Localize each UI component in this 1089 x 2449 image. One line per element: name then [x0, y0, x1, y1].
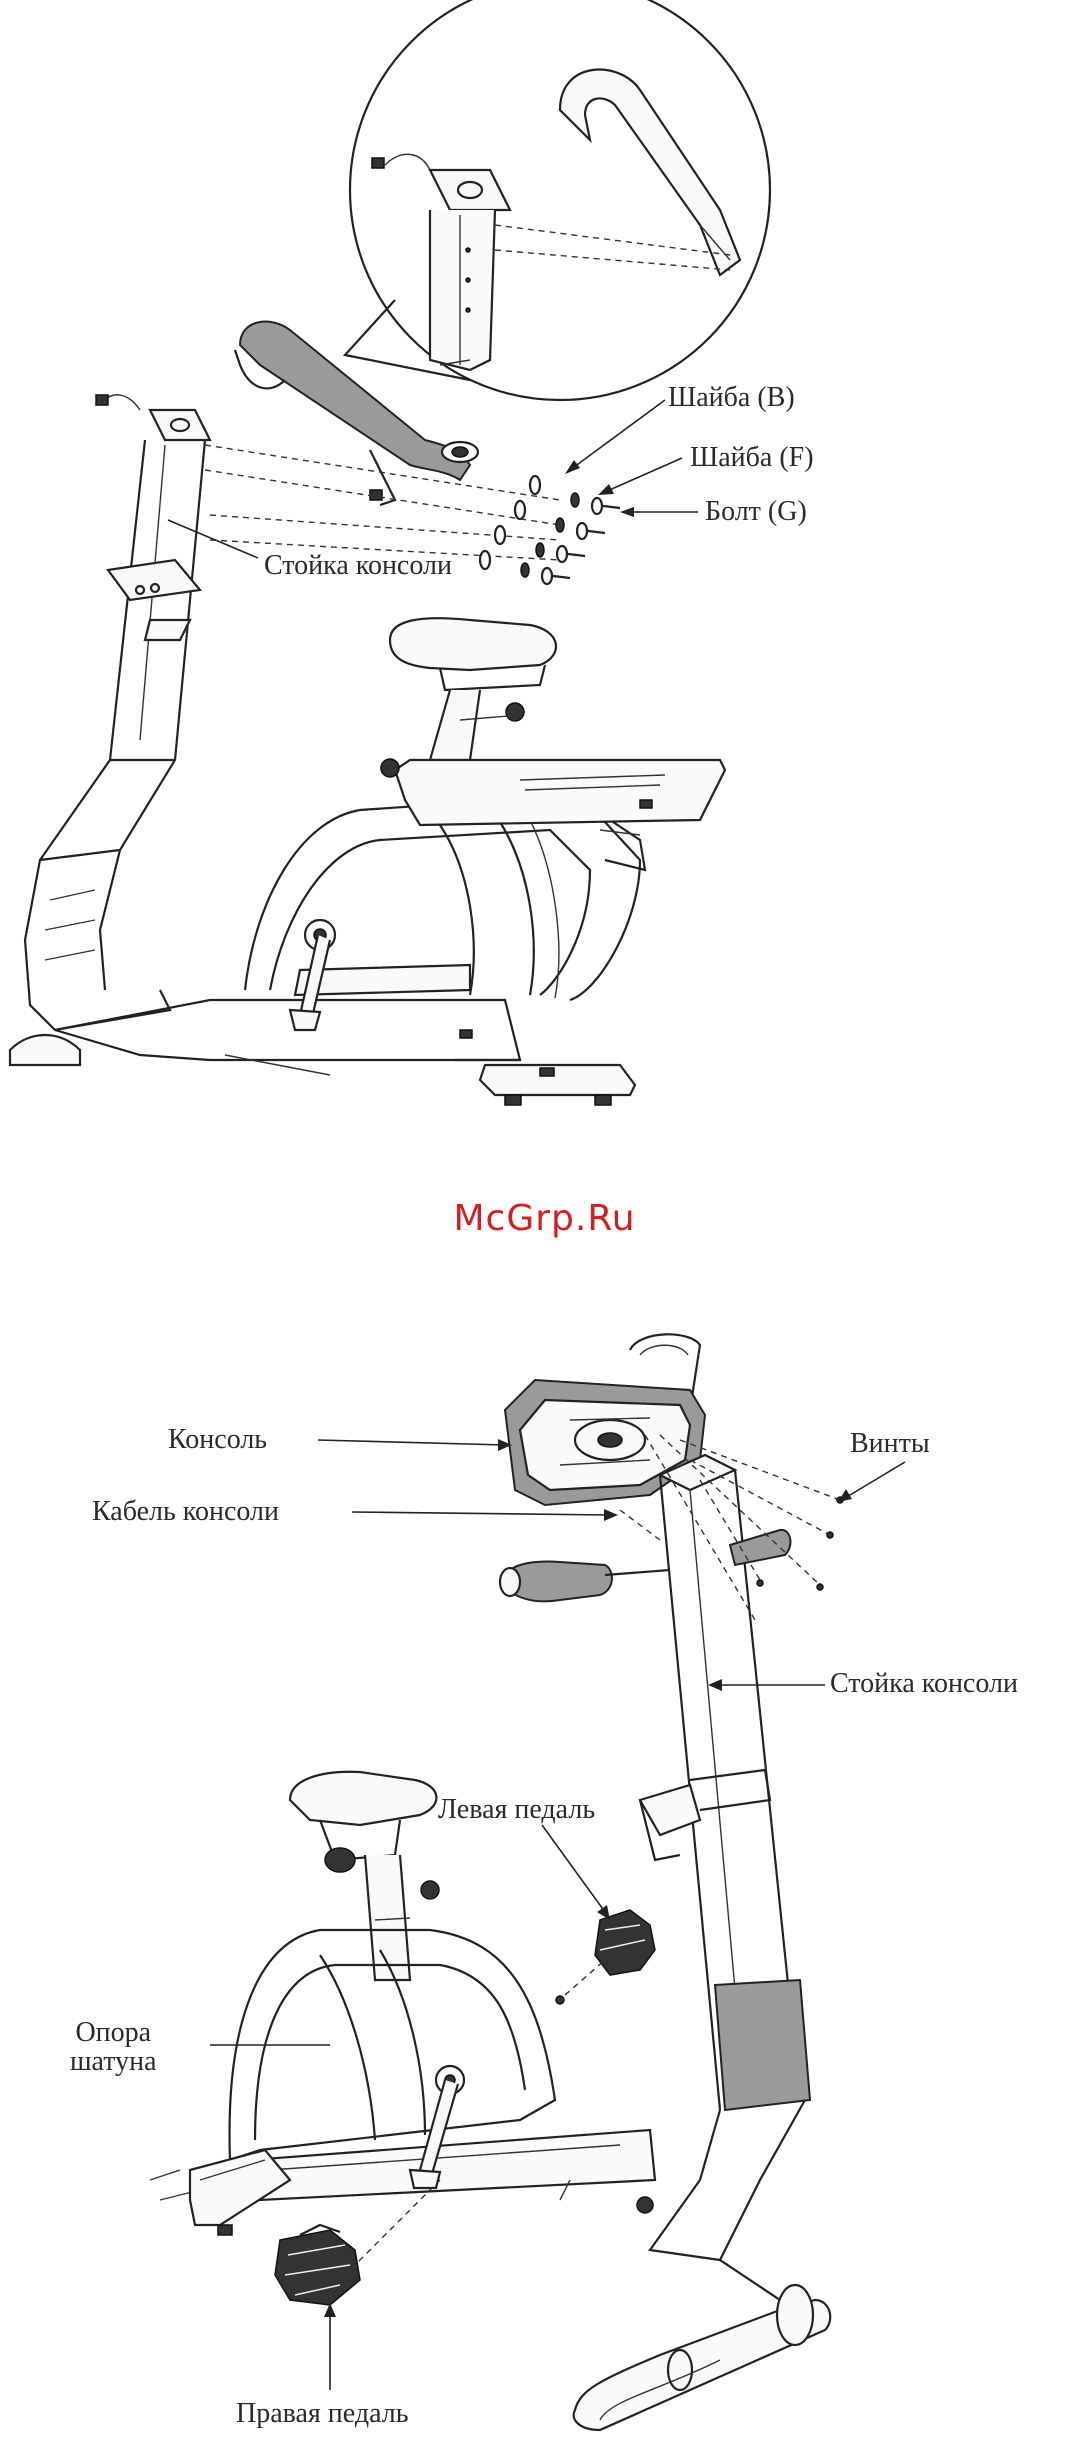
label-crank-support: Опора шатуна: [70, 2018, 157, 2077]
left-pedal: [556, 1910, 655, 2004]
right-pedal: [275, 2225, 360, 2305]
bottom-assembly-diagram: Консоль Кабель консоли Винты Стойка конс…: [0, 1300, 1089, 2449]
label-right-pedal: Правая педаль: [236, 2400, 409, 2428]
detail-magnifier: [345, 0, 770, 400]
label-console: Консоль: [168, 1426, 267, 1454]
label-washer-f: Шайба (F): [690, 444, 814, 472]
label-console-post-bottom: Стойка консоли: [830, 1670, 1018, 1698]
washer-f-set: [521, 493, 579, 577]
label-bolt-g: Болт (G): [705, 498, 807, 526]
label-crank-support-line2: шатуна: [70, 2047, 157, 2076]
label-washer-b: Шайба (В): [668, 384, 795, 412]
label-screws: Винты: [850, 1430, 930, 1458]
frame-base: [10, 1000, 635, 1105]
bolt-g-set: [542, 498, 620, 584]
body-shroud: [245, 795, 645, 1030]
label-crank-support-line1: Опора: [70, 2018, 157, 2047]
top-leader-lines: [168, 400, 698, 558]
label-left-pedal: Левая педаль: [438, 1796, 595, 1824]
console-post: [150, 1455, 810, 2260]
seat-and-body: [230, 1772, 655, 2300]
washer-b-set: [480, 476, 540, 569]
label-console-cable: Кабель консоли: [92, 1498, 279, 1526]
label-console-post-top: Стойка консоли: [264, 552, 452, 580]
seat-assembly: [381, 618, 725, 825]
bottom-diagram-drawing: [0, 1300, 1089, 2449]
watermark: McGrp.Ru: [0, 1198, 1089, 1239]
frame-upright: [25, 395, 210, 1030]
top-diagram-drawing: [0, 0, 1089, 1140]
top-assembly-diagram: Шайба (В) Шайба (F) Болт (G) Стойка конс…: [0, 0, 1089, 1140]
